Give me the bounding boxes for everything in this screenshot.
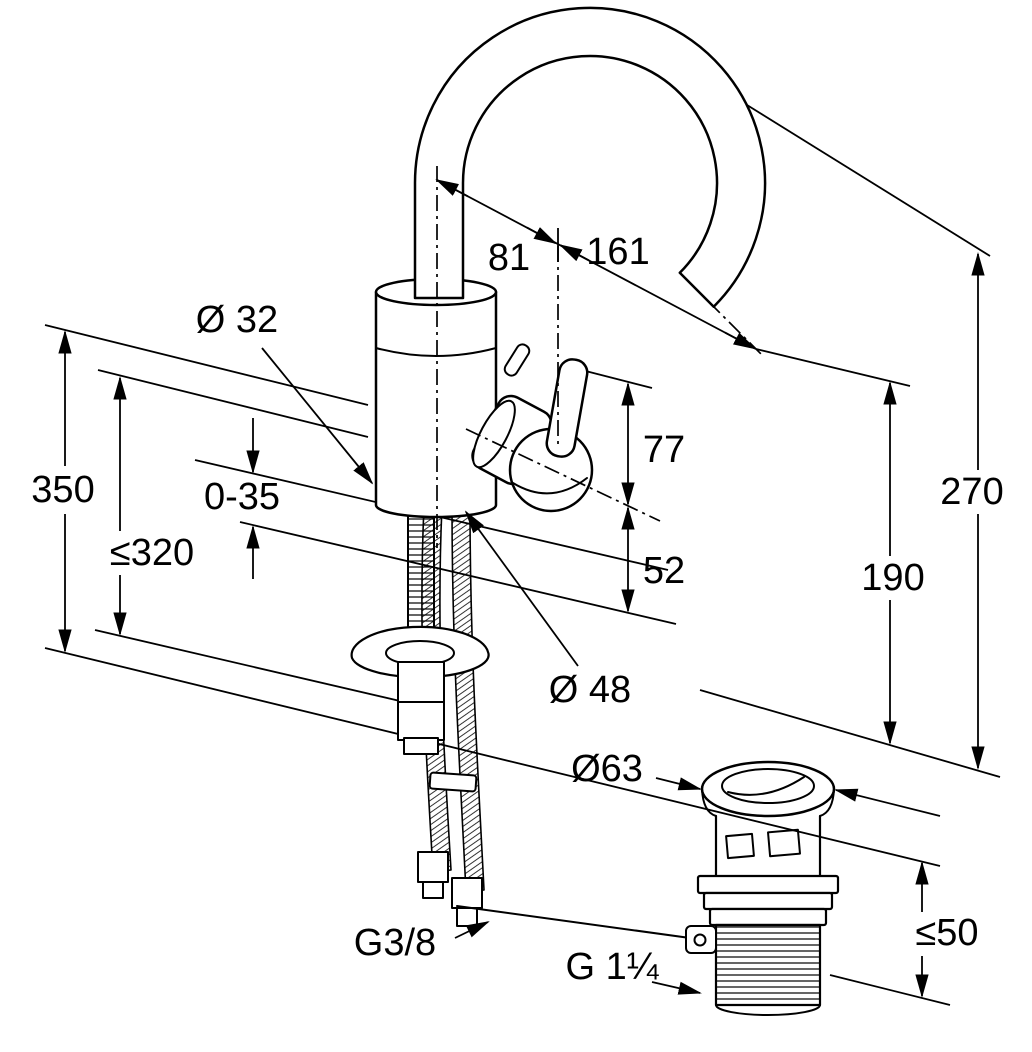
dim-81-arrow-left	[435, 179, 469, 198]
faucet	[350, 6, 767, 939]
label-lever-height: 77	[643, 429, 685, 471]
waste-flap	[727, 776, 805, 796]
cartridge-base-rim	[472, 399, 516, 469]
dim-161-arrow-right	[724, 331, 757, 350]
label-max-clearance-left: ≤320	[110, 532, 194, 574]
hose-connector-left-tip	[422, 881, 444, 899]
label-outlet-height: 190	[861, 557, 924, 599]
waste-flange-inner	[721, 768, 815, 804]
waste-skirt-right	[819, 788, 835, 817]
waste-slot-right	[767, 828, 801, 858]
waste-thread	[714, 923, 822, 1007]
ref-line-top-left-320	[97, 369, 369, 438]
label-offset-body-to-lever: 81	[488, 237, 530, 279]
waste-thread-bottom	[715, 1004, 821, 1016]
hose-connector-right-tip	[456, 907, 478, 927]
label-total-height-right: 270	[940, 471, 1003, 513]
dim-63-left-leader	[655, 777, 702, 791]
faucet-body	[374, 290, 498, 519]
dimension-labels: Ø 32 350 ≤320 0-35 81 161 77 52 270 190 …	[31, 231, 1003, 988]
faucet-body-seam	[375, 347, 497, 357]
waste-lever-hole	[693, 933, 707, 947]
waste-slot-left	[725, 832, 755, 860]
ref-line-under-drain	[829, 974, 951, 1006]
label-waste-flange-diameter: Ø63	[571, 748, 643, 790]
hose-connector-right	[451, 877, 483, 909]
leader-dia48	[464, 510, 579, 667]
label-base-diameter: Ø 48	[549, 669, 631, 711]
waste-skirt-left	[701, 788, 717, 817]
label-total-height-left: 350	[31, 469, 94, 511]
ref-line-outlet-extension	[755, 348, 911, 387]
ref-line-deck-right	[699, 689, 1001, 778]
pop-up-rod	[456, 905, 691, 939]
faucet-spout	[413, 6, 767, 308]
dim-81-161-line	[436, 179, 757, 350]
ref-line-top-left-350	[44, 324, 369, 406]
label-waste-thread: G 1¼	[566, 946, 660, 988]
label-deck-thickness-range: 0-35	[204, 476, 280, 518]
ref-line-deck-long	[44, 647, 941, 867]
leader-dia32	[261, 347, 374, 485]
ref-line-deck-long-2	[94, 629, 431, 709]
handle-pin	[503, 343, 531, 377]
waste-lever-boss	[685, 925, 717, 954]
supply-hose-right	[451, 505, 485, 893]
label-axis-to-deck: 52	[643, 550, 685, 592]
dim-63-right-leader	[834, 788, 941, 817]
pop-up-waste	[685, 760, 840, 1016]
label-spout-diameter: Ø 32	[196, 299, 278, 341]
label-supply-thread: G3/8	[354, 922, 436, 964]
waste-ring-3	[708, 907, 828, 927]
leader-g114	[651, 981, 702, 995]
waste-ring-2	[702, 891, 834, 911]
clamp-screw	[403, 737, 439, 755]
handle-lever	[545, 358, 589, 458]
label-offset-lever-to-outlet: 161	[586, 231, 649, 273]
waste-ring-1	[696, 874, 840, 895]
ref-line-spout-top	[746, 104, 991, 257]
mounting-bracket	[350, 625, 490, 679]
hose-connector-left	[417, 851, 449, 883]
leader-g38	[454, 921, 490, 939]
label-waste-deck-max: ≤50	[915, 912, 978, 954]
dim-161-arrow-left	[558, 244, 590, 262]
hose-clip	[428, 771, 478, 793]
dim-81-arrow-right	[526, 226, 558, 245]
dimension-lines	[58, 179, 985, 998]
